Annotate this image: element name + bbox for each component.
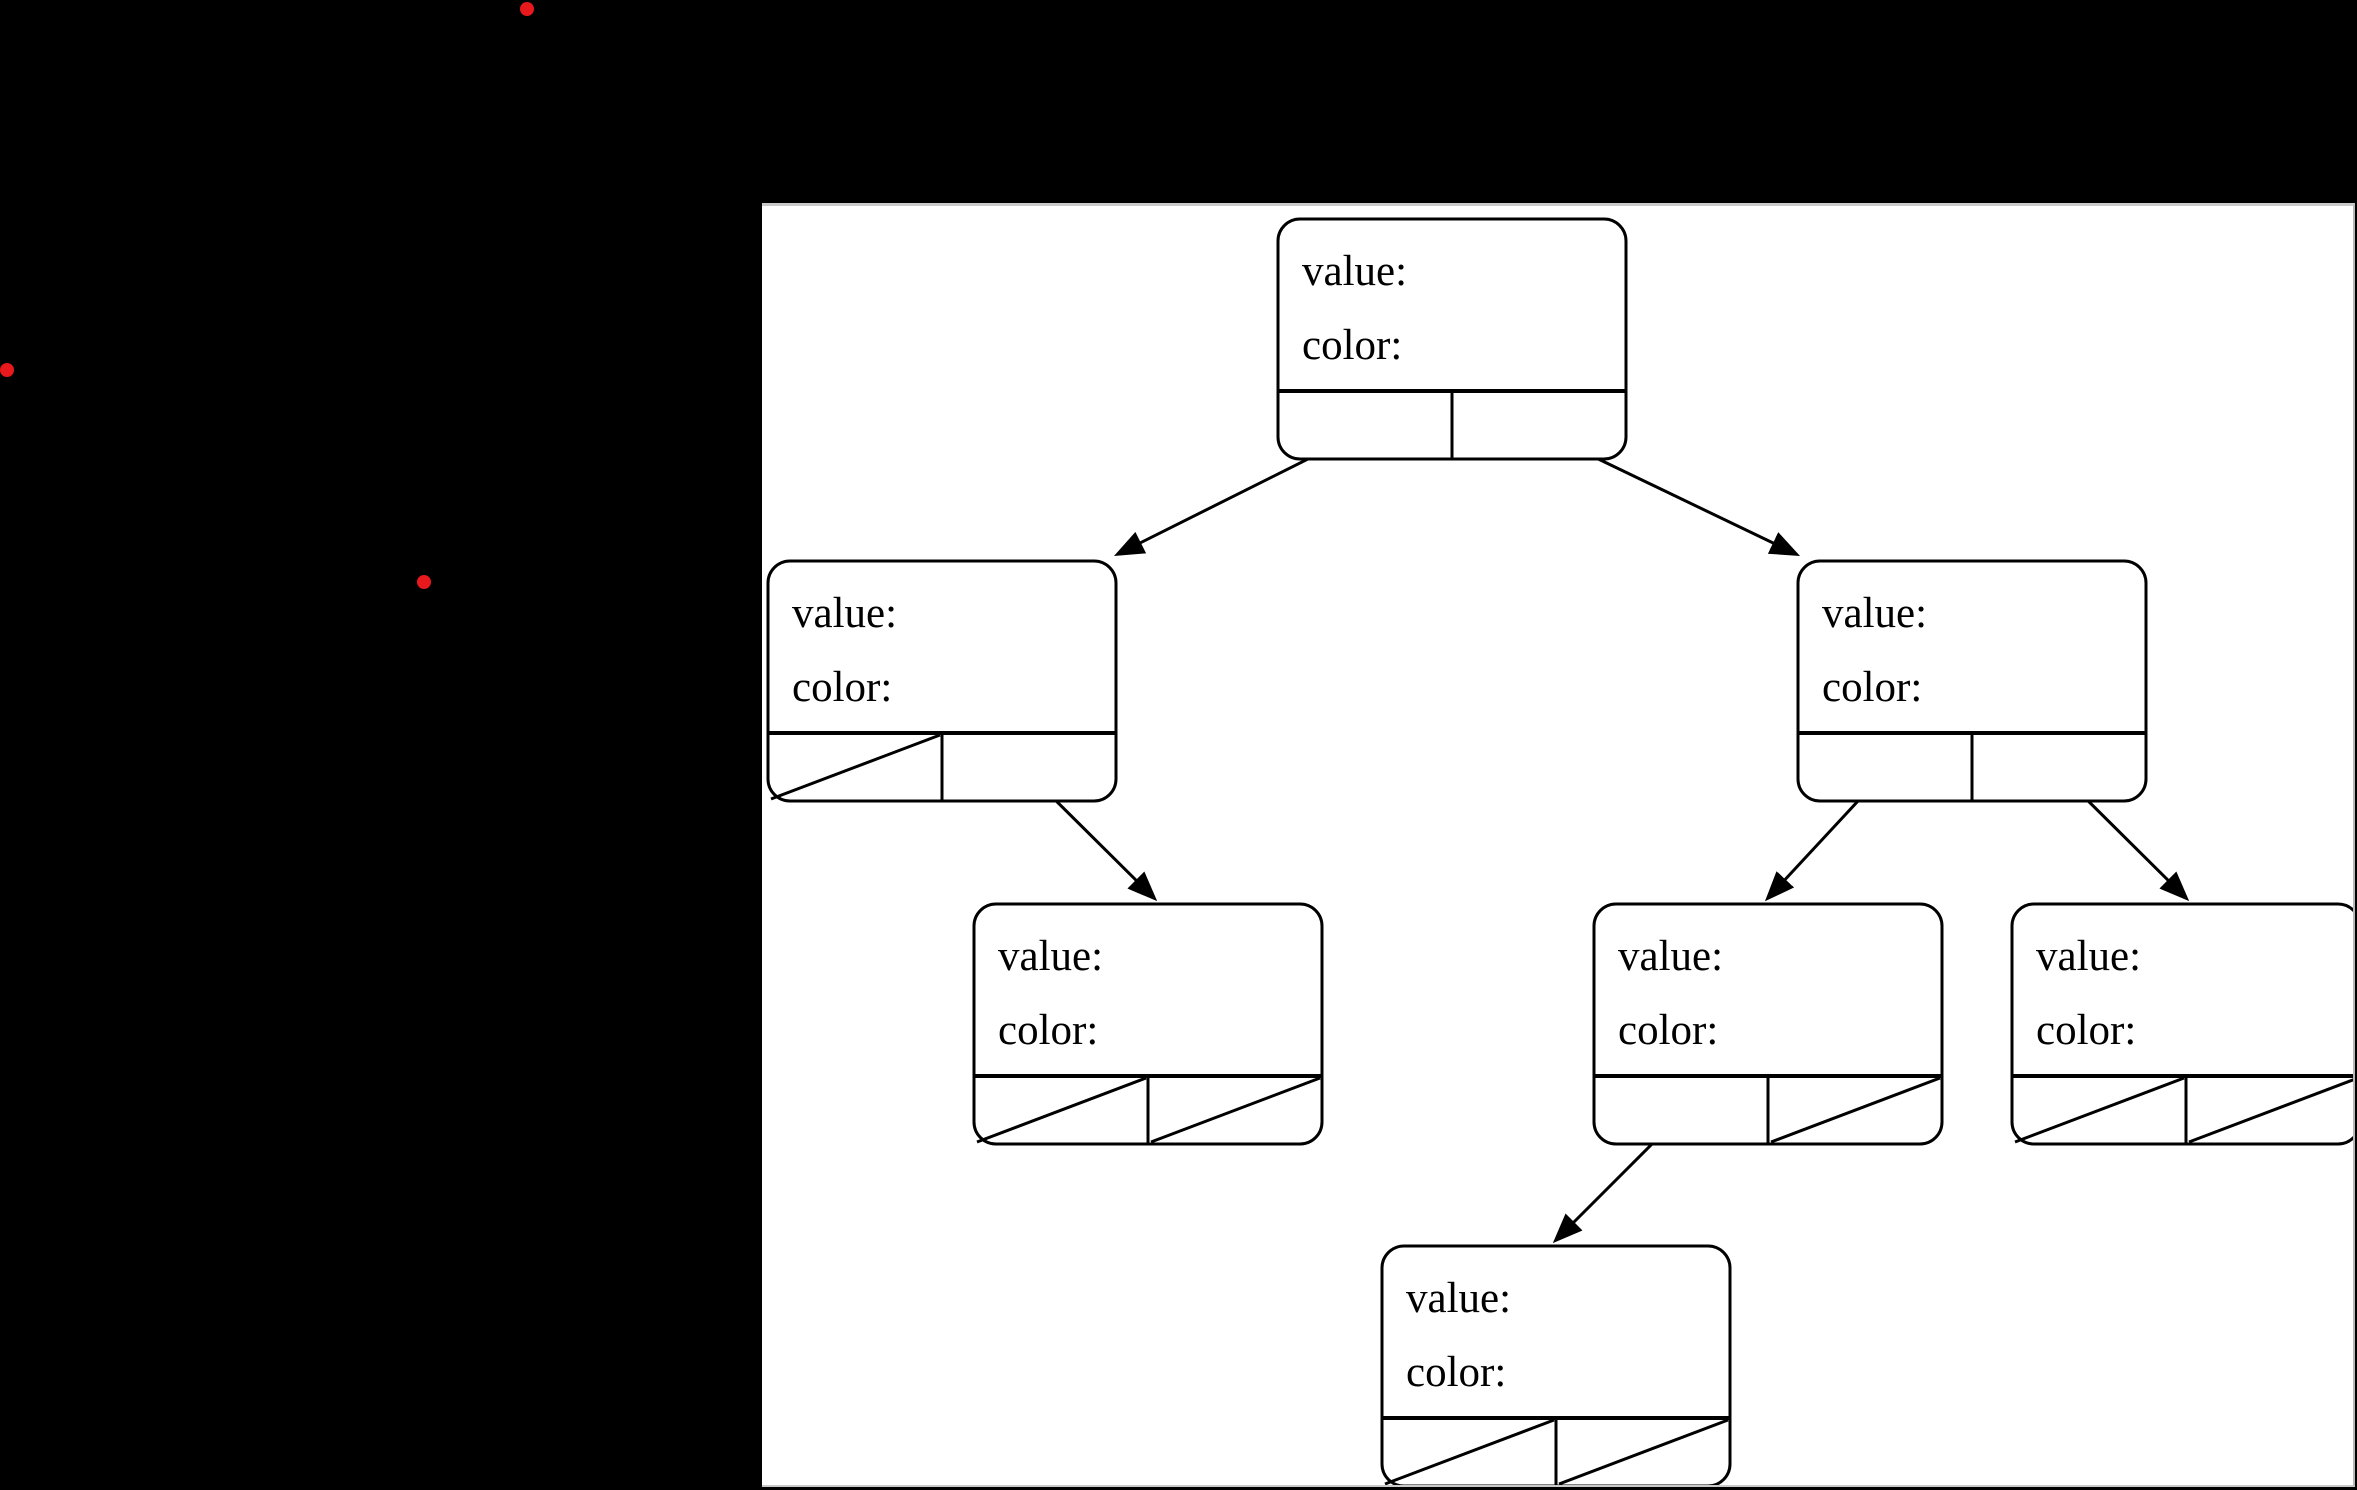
- tree-node-right-left[interactable]: value: color:: [1592, 902, 1944, 1146]
- marker-dot-middle: [417, 575, 431, 589]
- node-color-label: color:: [2036, 1007, 2136, 1054]
- node-null-slash-left: [2014, 1076, 2185, 1144]
- node-value-label: value:: [792, 590, 897, 637]
- node-null-slash-left: [1384, 1418, 1555, 1485]
- tree-node-left[interactable]: value: color:: [766, 559, 1118, 803]
- node-null-slash-left: [976, 1076, 1147, 1144]
- node-value-label: value:: [1302, 248, 1407, 295]
- node-value-label: value:: [2036, 933, 2141, 980]
- node-color-label: color:: [1618, 1007, 1718, 1054]
- node-value-label: value:: [1618, 933, 1723, 980]
- tree-node-root[interactable]: value: color:: [1276, 217, 1628, 461]
- tree-node-right-right[interactable]: value: color:: [2010, 902, 2353, 1146]
- tree-node-right[interactable]: value: color:: [1796, 559, 2148, 803]
- node-color-label: color:: [998, 1007, 1098, 1054]
- node-null-slash-right: [1558, 1418, 1729, 1485]
- node-color-label: color:: [792, 664, 892, 711]
- node-value-label: value:: [1406, 1275, 1511, 1322]
- node-null-slash-right: [1150, 1076, 1321, 1144]
- node-value-label: value:: [998, 933, 1103, 980]
- node-box: [1380, 1244, 1732, 1485]
- node-color-label: color:: [1302, 322, 1402, 369]
- binary-tree-diagram: value: color: value: color: value: color…: [766, 217, 2353, 1486]
- marker-dot-left: [0, 363, 14, 377]
- node-color-label: color:: [1822, 664, 1922, 711]
- diagram-panel[interactable]: value: color: value: color: value: color…: [762, 203, 2355, 1487]
- node-null-slash-right: [2188, 1078, 2353, 1144]
- tree-node-left-right[interactable]: value: color:: [972, 902, 1324, 1146]
- node-null-slash-left: [770, 733, 941, 801]
- node-value-label: value:: [1822, 590, 1927, 637]
- tree-node-bottom[interactable]: value: color:: [1380, 1244, 1732, 1486]
- marker-dot-top: [520, 2, 534, 16]
- node-null-slash-right: [1770, 1076, 1941, 1144]
- node-color-label: color:: [1406, 1349, 1506, 1396]
